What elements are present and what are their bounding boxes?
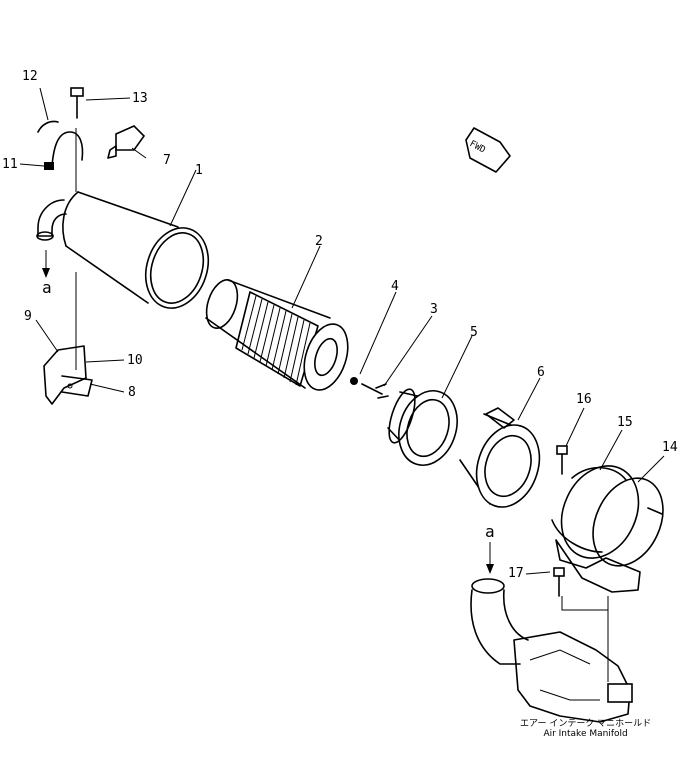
lower-bracket [43, 345, 93, 405]
callout-16: 16 [576, 392, 592, 407]
mounting-bands [551, 465, 664, 593]
dust-indicator [107, 125, 146, 159]
callout-5: 5 [470, 325, 478, 340]
bolt-16 [556, 445, 568, 475]
manifold-note: エアー インテーク マニホールド Air Intake Manifold [520, 719, 652, 740]
gasket-ring [387, 388, 458, 466]
callout-2: 2 [315, 234, 323, 249]
callout-15: 15 [617, 415, 633, 430]
outlet-elbow [36, 199, 67, 241]
callout-11: 11 [2, 157, 18, 172]
bolt-13 [70, 87, 84, 119]
end-cap [459, 407, 541, 508]
callout-10: 10 [127, 353, 143, 368]
callout-13: 13 [132, 91, 148, 106]
fwd-arrow [465, 127, 511, 173]
callout-6: 6 [537, 365, 545, 380]
ref-a-right: a [485, 522, 495, 541]
callout-8: 8 [128, 385, 136, 400]
manifold-note-japanese: エアー インテーク マニホールド [520, 719, 652, 729]
callout-12: 12 [22, 69, 38, 84]
bolt-17 [553, 567, 565, 597]
manifold-note-english: Air Intake Manifold [543, 728, 628, 739]
callout-14: 14 [662, 440, 678, 455]
leader-lines [19, 87, 665, 682]
callout-9: 9 [24, 309, 32, 324]
callout-4: 4 [391, 279, 399, 294]
callout-1: 1 [195, 163, 203, 178]
callout-3: 3 [430, 302, 438, 317]
air-cleaner-body [62, 191, 210, 309]
intake-manifold [470, 578, 633, 723]
filter-element [205, 279, 349, 391]
wing-nut-and-bolt [350, 377, 389, 399]
callout-17: 17 [508, 566, 524, 581]
upper-clamp [37, 120, 84, 170]
ref-a-left: a [42, 278, 52, 297]
callout-7: 7 [163, 153, 171, 168]
